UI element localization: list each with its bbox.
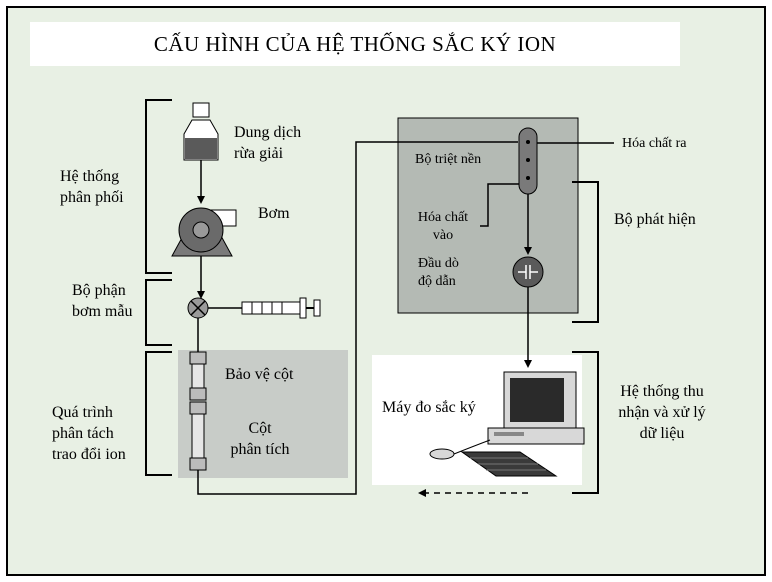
analytical-column-icon xyxy=(189,401,207,471)
right-bracket-detection xyxy=(572,181,599,323)
label-line: Hệ thống xyxy=(60,168,120,185)
conductivity-detector-icon xyxy=(512,256,544,288)
left-bracket-injector xyxy=(145,279,172,346)
title-box: CẤU HÌNH CỦA HỆ THỐNG SẮC KÝ ION xyxy=(30,22,680,66)
label-line: bơm mẫu xyxy=(72,303,133,320)
left-bracket-distribution xyxy=(145,99,172,274)
left-bracket-separation xyxy=(145,351,172,476)
right-bracket-data xyxy=(572,351,599,494)
label-line: Quá trình xyxy=(52,404,113,421)
label-line: độ dẫn xyxy=(418,274,456,289)
label-line: phân tích xyxy=(230,441,290,458)
label-detector-cell: Đầu dò độ dẫn xyxy=(418,255,459,291)
suppressor-icon xyxy=(518,127,538,195)
label-line: Cột xyxy=(248,420,272,437)
injection-valve-icon xyxy=(187,297,209,319)
label-chem-out: Hóa chất ra xyxy=(622,136,687,151)
computer-icon xyxy=(429,371,585,477)
label-chem-in: Hóa chất vào xyxy=(408,209,478,245)
label-separation: Quá trình phân tách trao đổi ion xyxy=(52,402,126,465)
label-line: rừa giải xyxy=(234,145,284,162)
label-line: Bộ phận xyxy=(72,282,126,299)
label-data-system: Hệ thống thu nhận và xử lý dữ liệu xyxy=(606,381,718,444)
label-guard-column: Bảo vệ cột xyxy=(225,366,294,383)
label-pump: Bơm xyxy=(258,205,290,222)
label-analytical-column: Cột phân tích xyxy=(222,418,298,460)
label-detection-group: Bộ phát hiện xyxy=(614,211,696,228)
label-line: nhận và xử lý xyxy=(618,404,706,421)
label-injector: Bộ phận bơm mẫu xyxy=(72,280,132,322)
label-eluent: Dung dịch rừa giải xyxy=(234,122,301,164)
label-line: phân tách xyxy=(52,425,114,442)
syringe-icon xyxy=(208,297,321,319)
pump-icon xyxy=(171,207,237,257)
label-line: dữ liệu xyxy=(639,425,685,442)
label-line: vào xyxy=(432,228,454,243)
diagram-title: CẤU HÌNH CỦA HỆ THỐNG SẮC KÝ ION xyxy=(153,32,557,56)
label-line: Hệ thống thu xyxy=(620,383,704,400)
label-line: Hóa chất xyxy=(417,210,469,225)
label-line: Đầu dò xyxy=(418,256,459,271)
label-line: Dung dịch xyxy=(234,124,302,141)
label-line: trao đổi ion xyxy=(52,446,126,463)
eluent-bottle-icon xyxy=(183,102,219,161)
label-line: phân phối xyxy=(60,189,124,206)
label-suppressor: Bộ triệt nền xyxy=(415,152,482,167)
guard-column-icon xyxy=(189,351,207,401)
label-distribution-system: Hệ thống phân phối xyxy=(60,166,124,208)
label-chromatograph: Máy đo sắc ký xyxy=(382,399,476,416)
